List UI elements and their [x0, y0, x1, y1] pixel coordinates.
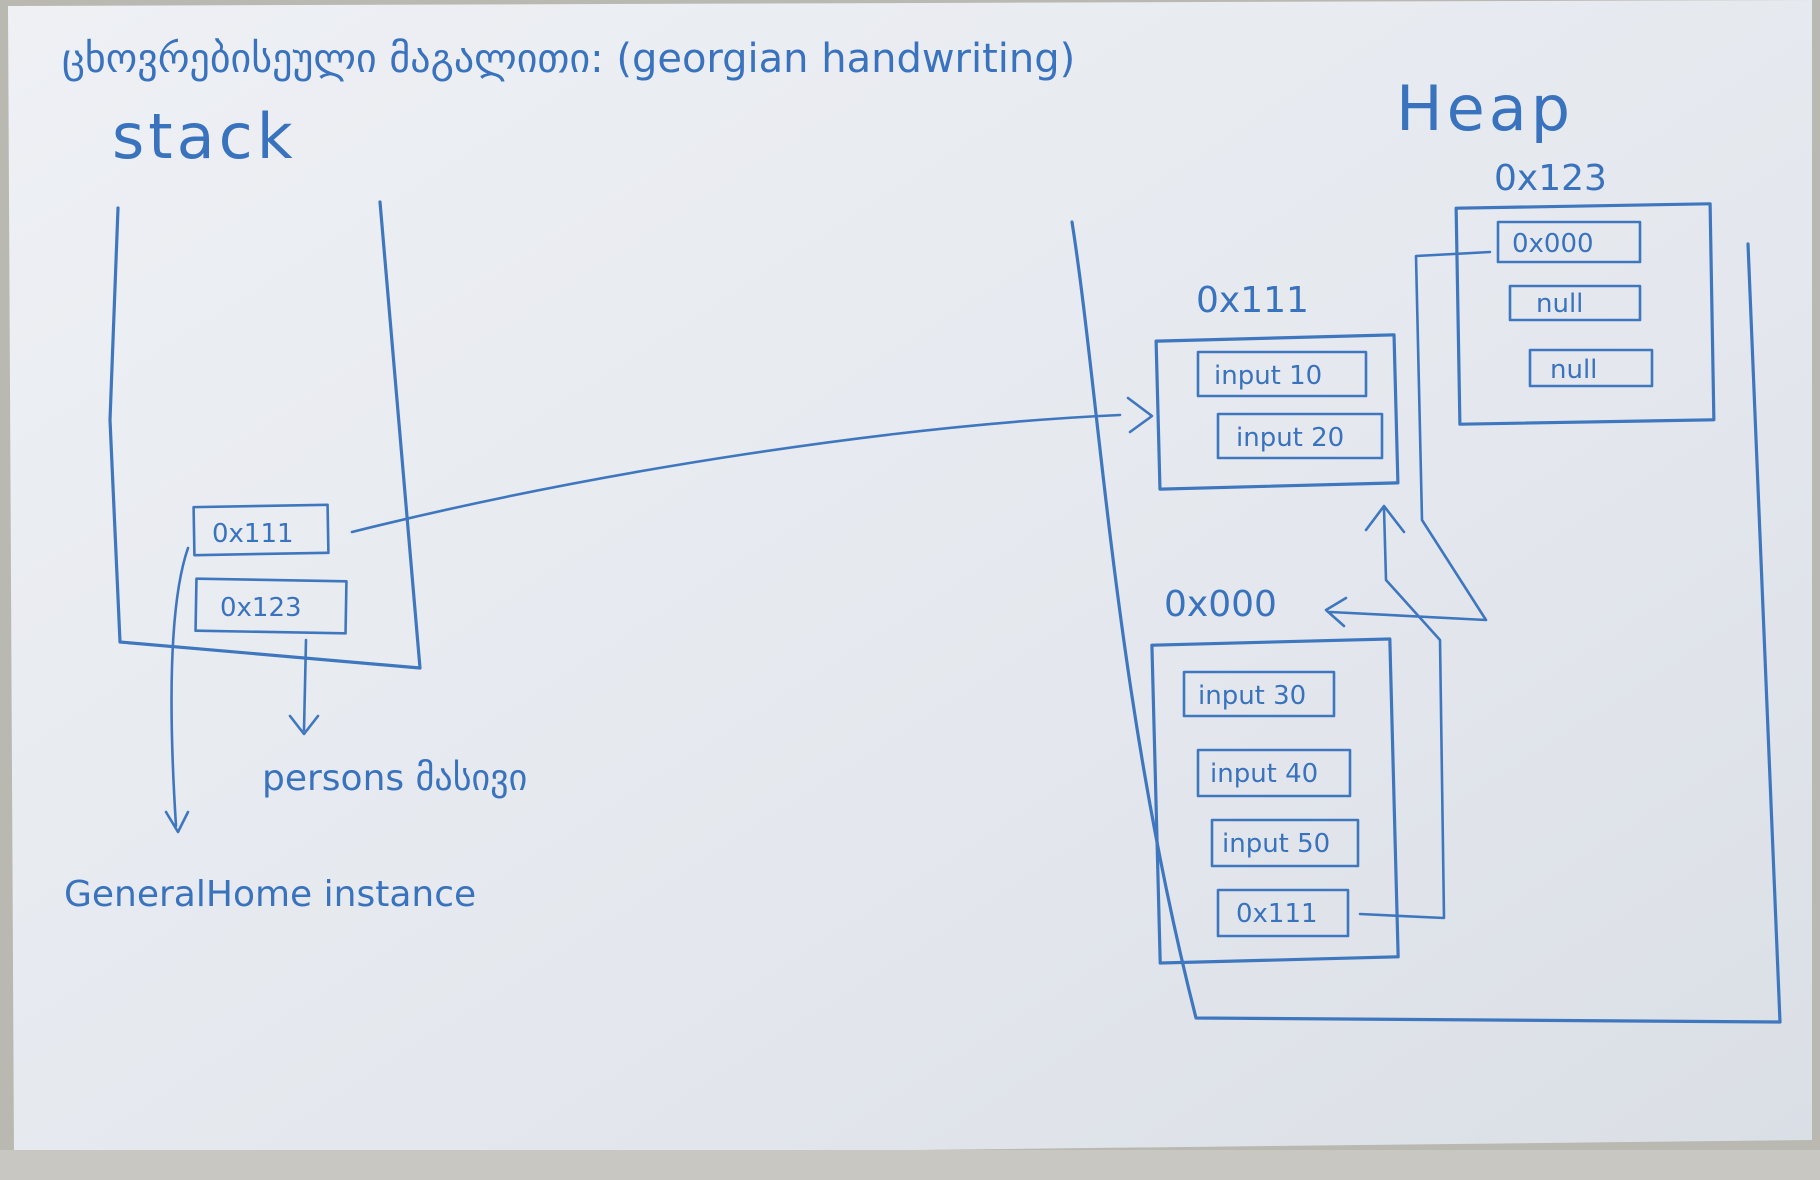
board-surface — [8, 0, 1812, 1160]
persons-label: persons მასივი — [262, 758, 527, 799]
board-title: ცხოვრებისეული მაგალითი: (georgian handwr… — [62, 36, 1075, 82]
heap-object-0x123: 0x123 0x000 null null — [1454, 158, 1716, 426]
heap-cell: input 20 — [1216, 412, 1384, 460]
heap-cell: null — [1508, 284, 1642, 322]
stack-cell-0x123: 0x123 — [194, 577, 348, 635]
heap-cell: 0x111 — [1216, 888, 1350, 938]
svg-text:input 20: input 20 — [1236, 423, 1344, 453]
arrow-to-instance — [164, 546, 190, 834]
instance-label: GeneralHome instance — [64, 874, 476, 915]
stack-label: stack — [112, 100, 297, 173]
heap-object-address: 0x000 — [1164, 584, 1277, 625]
heap-object-0x111: 0x111 input 10 input 20 — [1154, 280, 1400, 491]
arrow-ref-0x111 — [1358, 504, 1446, 920]
heap-object-address: 0x123 — [1494, 158, 1607, 199]
svg-text:input 40: input 40 — [1210, 759, 1318, 789]
arrow-stack-to-heap — [350, 396, 1154, 534]
svg-text:input 30: input 30 — [1198, 681, 1306, 711]
heap-container — [1070, 220, 1782, 1024]
svg-text:input 50: input 50 — [1222, 829, 1330, 859]
stack-container — [108, 200, 422, 670]
heap-object-address: 0x111 — [1196, 280, 1309, 321]
heap-label: Heap — [1396, 72, 1574, 145]
arrow-ref-0x000 — [1324, 250, 1492, 628]
svg-text:null: null — [1550, 355, 1597, 385]
stack-cell-0x111: 0x111 — [192, 503, 330, 557]
heap-cell: input 10 — [1196, 350, 1368, 398]
svg-text:0x111: 0x111 — [1236, 899, 1318, 929]
heap-cell: null — [1528, 348, 1654, 388]
arrow-to-persons — [288, 638, 320, 736]
heap-object-0x000: 0x000 input 30 input 40 input 50 0x111 — [1150, 584, 1400, 965]
heap-cell: input 30 — [1182, 670, 1336, 718]
svg-text:0x111: 0x111 — [212, 519, 294, 549]
svg-text:null: null — [1536, 289, 1583, 319]
svg-text:0x123: 0x123 — [220, 593, 302, 623]
heap-cell: input 40 — [1196, 748, 1352, 798]
heap-cell: input 50 — [1210, 818, 1360, 868]
svg-text:input 10: input 10 — [1214, 361, 1322, 391]
bottom-tray — [0, 1150, 1820, 1180]
svg-text:0x000: 0x000 — [1512, 229, 1594, 259]
heap-cell: 0x000 — [1496, 220, 1642, 264]
